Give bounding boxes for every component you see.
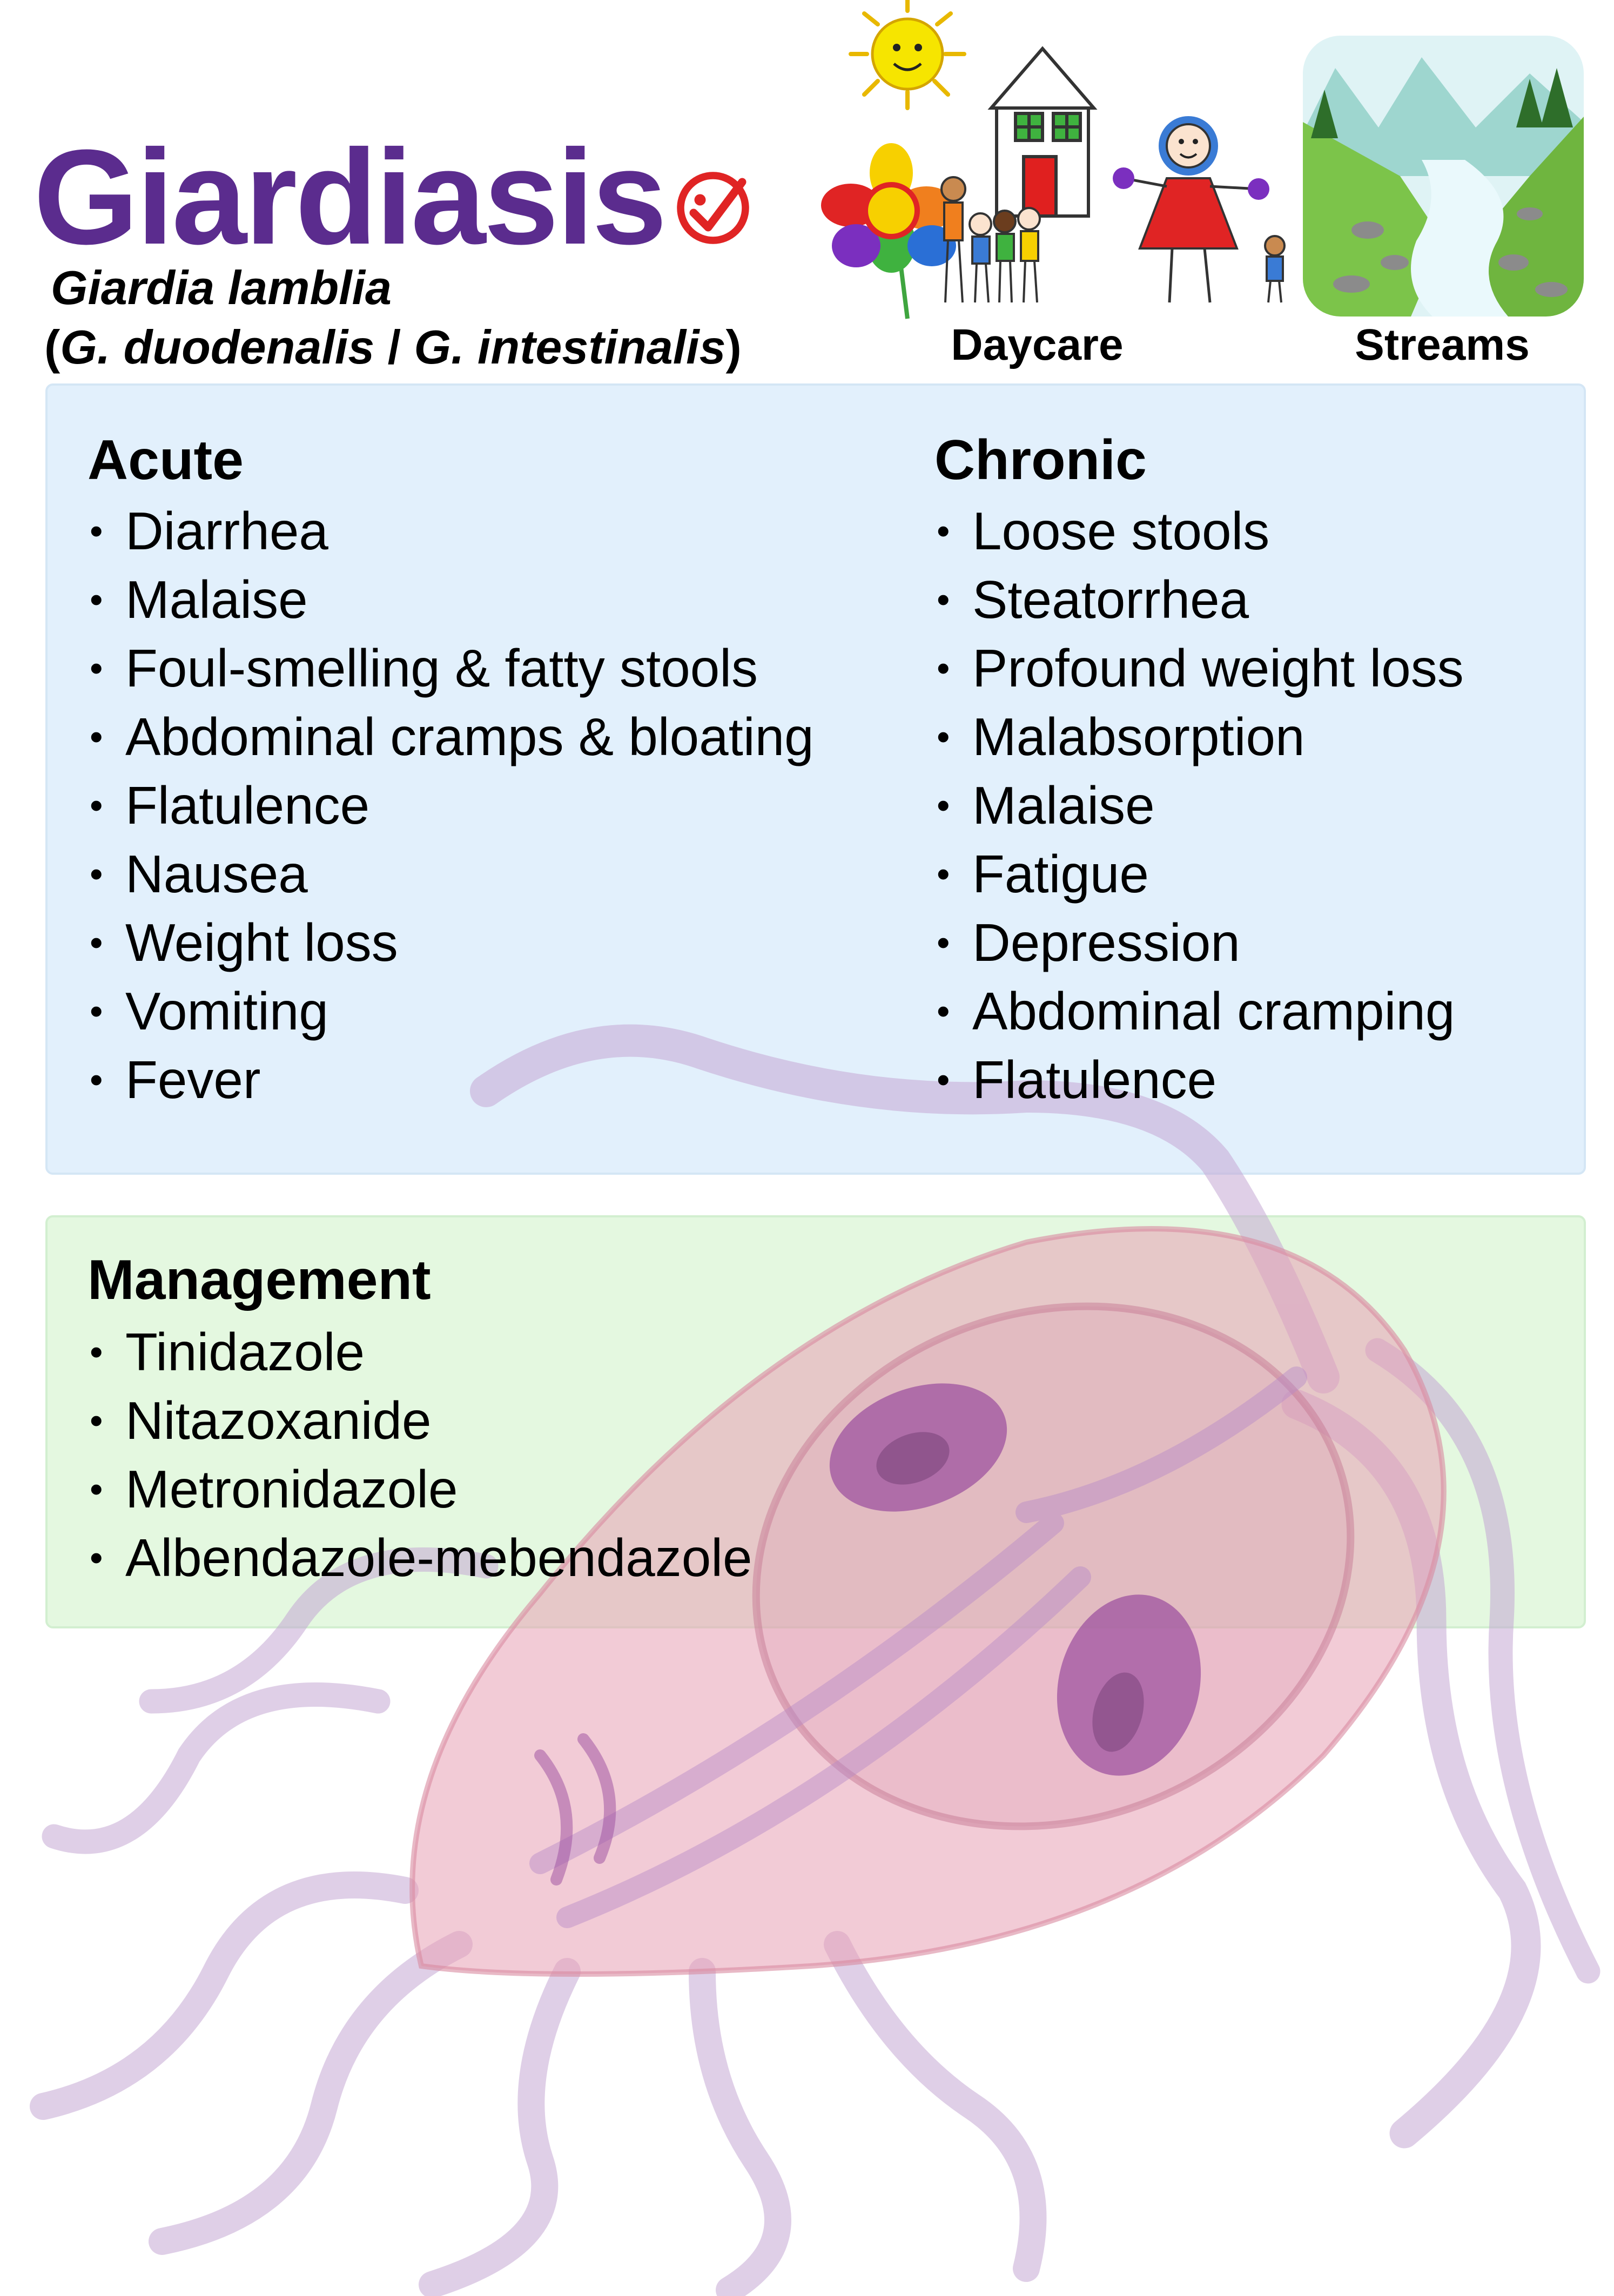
girl-figure (1113, 116, 1269, 303)
list-item: Abdominal cramping (934, 977, 1464, 1046)
synonym-duodenalis: G. duodenalis (60, 320, 375, 374)
list-item: Malabsorption (934, 703, 1464, 771)
organism-name: Giardia lamblia (51, 261, 392, 314)
list-item: Flatulence (934, 1046, 1464, 1114)
page-title: Giardiasis (33, 122, 667, 272)
list-item: Tinidazole (88, 1318, 752, 1386)
list-item: Albendazole-mebendazole (88, 1524, 752, 1592)
stream-landscape-image (1303, 36, 1584, 317)
list-item: Nitazoxanide (88, 1386, 752, 1455)
list-item: Metronidazole (88, 1455, 752, 1524)
list-item: Malaise (934, 771, 1464, 840)
list-item: Nausea (88, 840, 814, 908)
house-icon (987, 46, 1098, 218)
list-item: Steatorrhea (934, 565, 1464, 634)
list-item: Foul-smelling & fatty stools (88, 634, 814, 703)
list-item: Flatulence (88, 771, 814, 840)
list-item: Depression (934, 908, 1464, 977)
title-row: Giardiasis (33, 130, 754, 265)
check-circle-icon (677, 172, 749, 244)
list-item: Fatigue (934, 840, 1464, 908)
acute-symptom-list: Diarrhea Malaise Foul-smelling & fatty s… (88, 497, 814, 1114)
organism-synonyms: (G. duodenalis / G. intestinalis) (44, 320, 742, 374)
management-drug-list: Tinidazole Nitazoxanide Metronidazole Al… (88, 1318, 752, 1592)
management-heading: Management (88, 1249, 431, 1311)
daycare-drawing (821, 0, 1286, 319)
synonym-intestinalis: G. intestinalis (414, 320, 726, 374)
list-item: Vomiting (88, 977, 814, 1046)
sun-icon (849, 0, 966, 110)
list-item: Malaise (88, 565, 814, 634)
chronic-symptom-list: Loose stools Steatorrhea Profound weight… (934, 497, 1464, 1114)
children-figures (940, 176, 1286, 303)
list-item: Abdominal cramps & bloating (88, 703, 814, 771)
list-item: Fever (88, 1046, 814, 1114)
list-item: Weight loss (88, 908, 814, 977)
streams-label: Streams (1355, 320, 1530, 369)
acute-heading: Acute (88, 429, 244, 491)
list-item: Diarrhea (88, 497, 814, 565)
list-item: Loose stools (934, 497, 1464, 565)
daycare-label: Daycare (951, 320, 1124, 369)
flower-icon (821, 143, 956, 319)
chronic-heading: Chronic (934, 429, 1147, 491)
list-item: Profound weight loss (934, 634, 1464, 703)
